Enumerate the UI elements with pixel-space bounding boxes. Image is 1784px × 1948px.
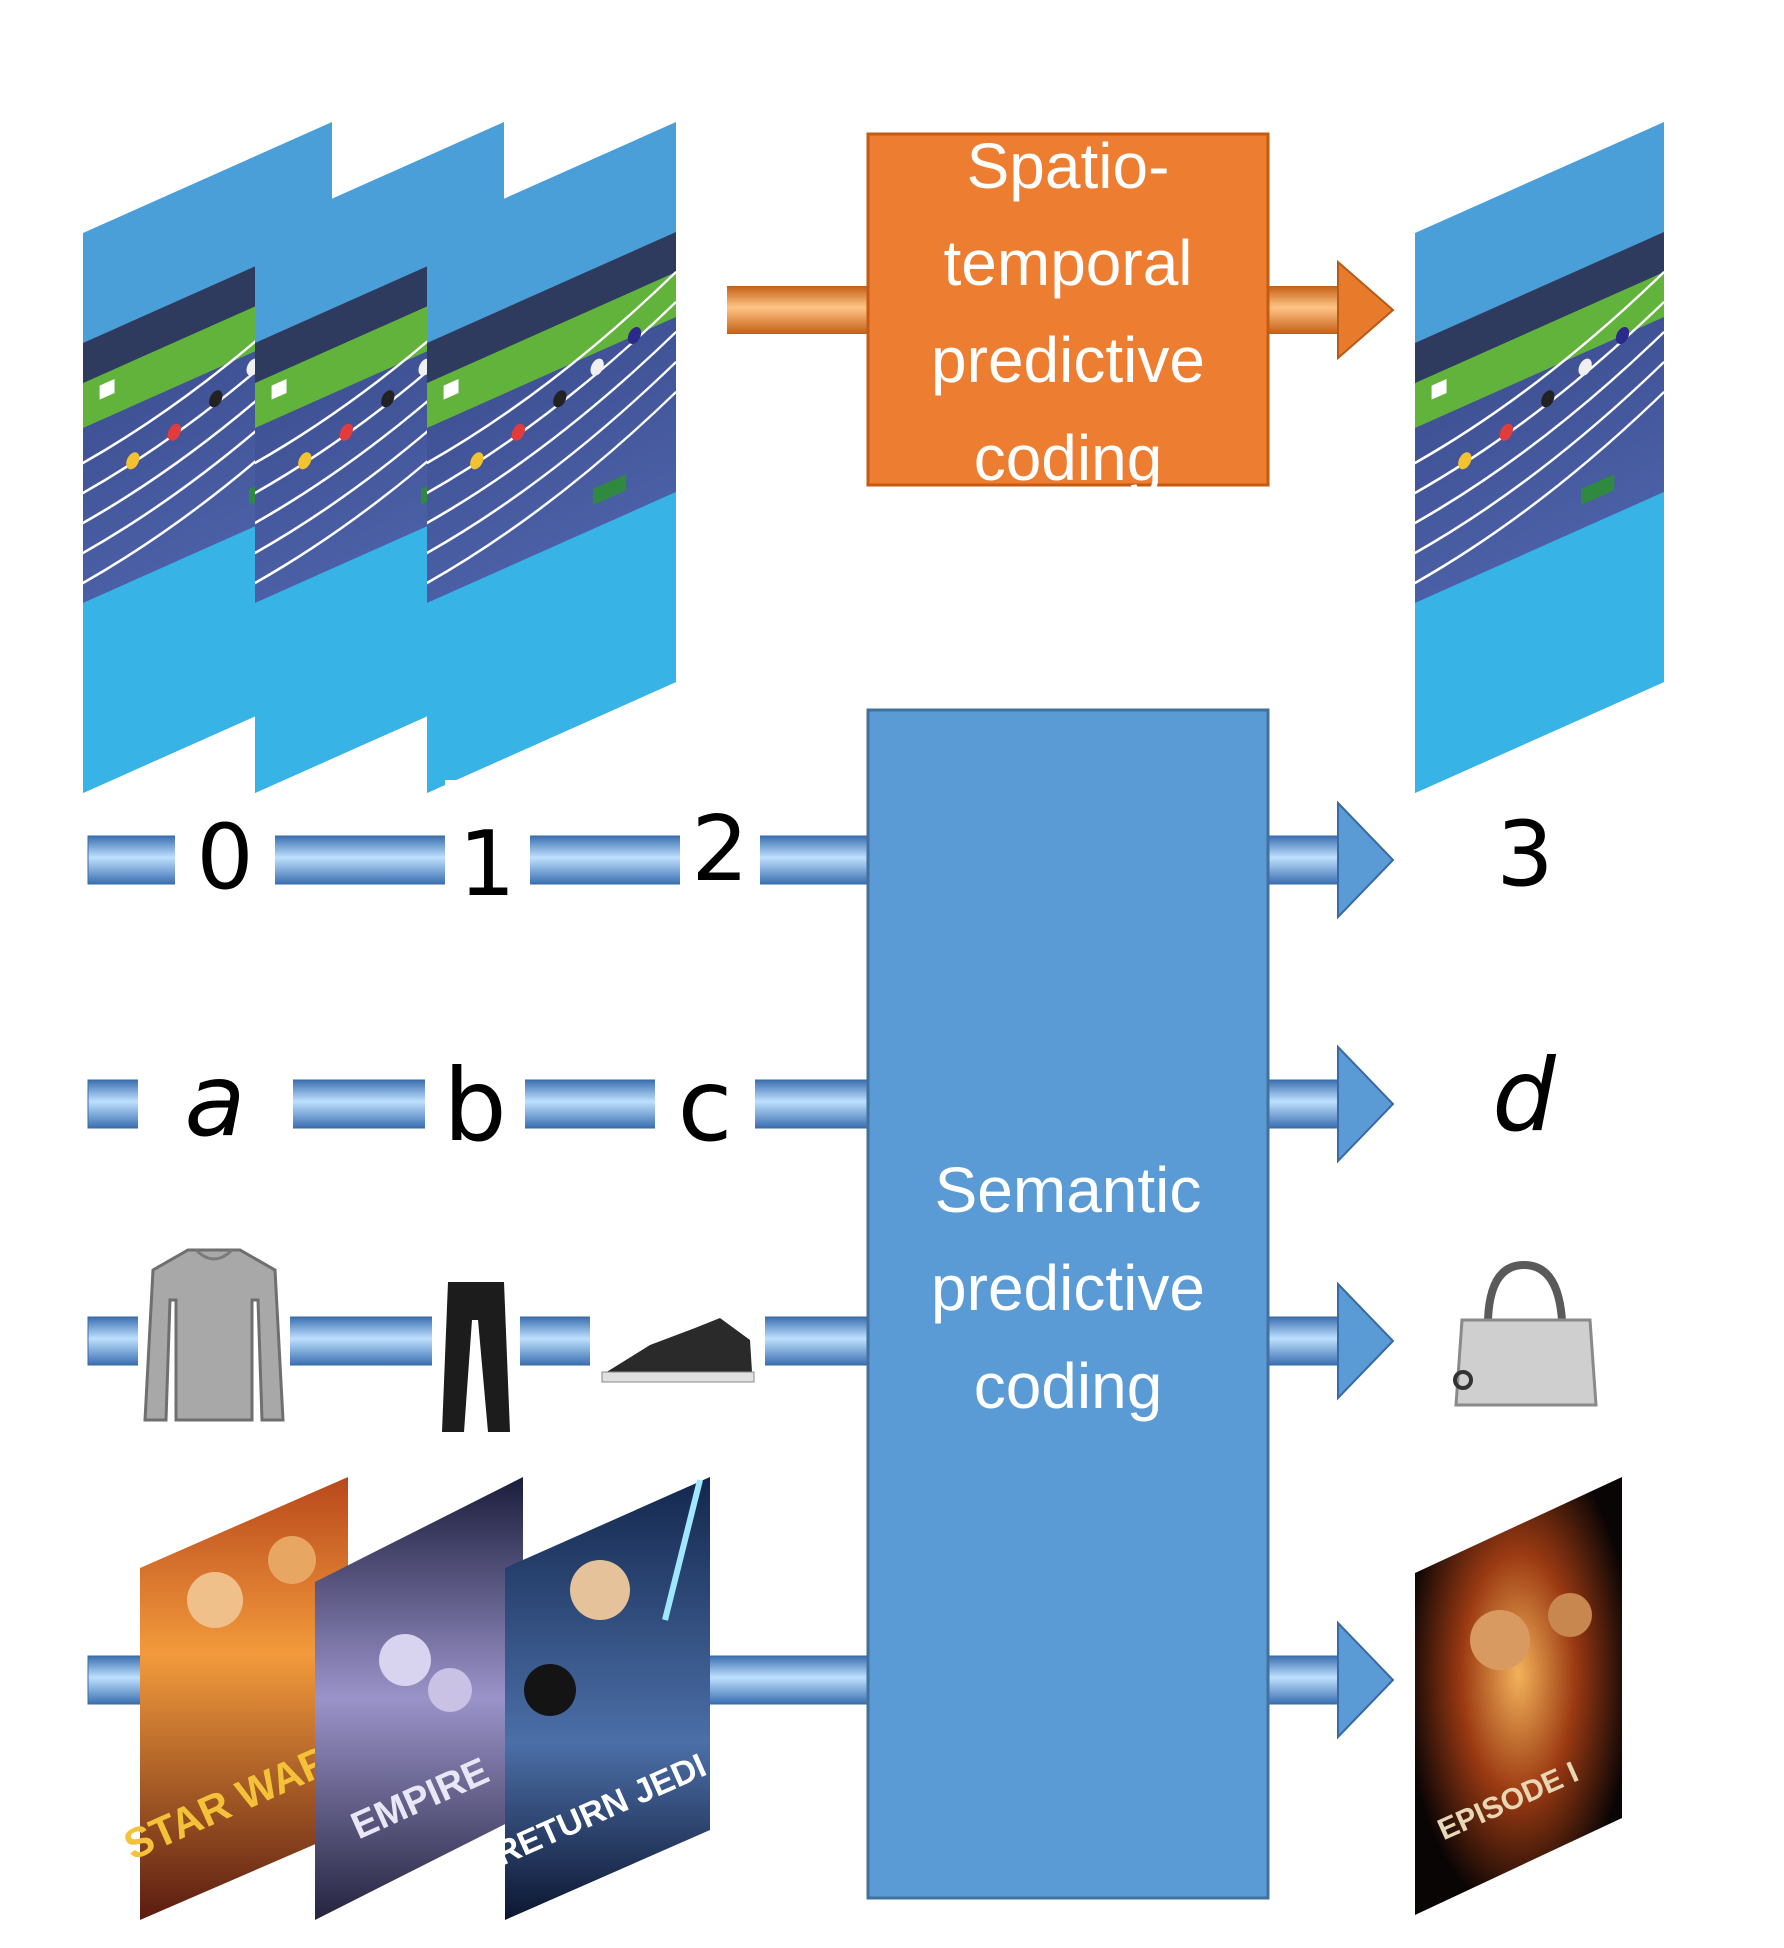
row-digits: 0 1 2 3 — [175, 780, 1568, 920]
letter-input-c: c — [678, 1047, 733, 1164]
bottom-box-line-1: Semantic — [935, 1154, 1202, 1226]
empire-strikes-back-poster: EMPIRE — [315, 1477, 523, 1920]
trousers-icon — [432, 1272, 520, 1444]
letter-tile-c — [655, 1046, 755, 1176]
digit-tile-output — [1482, 797, 1568, 917]
digit-input-0: 0 — [196, 805, 253, 910]
letter-input-b: b — [443, 1047, 506, 1164]
row-fashion — [138, 1238, 1600, 1444]
bottom-box-line-2: predictive — [931, 1252, 1205, 1324]
letter-output-d: d — [1492, 1037, 1556, 1154]
top-input-frames — [81, 120, 678, 795]
digit-input-2: 2 — [691, 797, 748, 902]
digit-tile-1 — [445, 780, 530, 920]
digit-tile-2 — [680, 782, 760, 917]
top-box-line-2: temporal — [944, 227, 1193, 299]
letter-tile-b — [425, 1025, 525, 1180]
star-wars-poster: STAR WARS — [117, 1477, 363, 1920]
sneaker-icon — [590, 1295, 765, 1403]
sweater-icon — [138, 1238, 290, 1428]
semantic-box-rect — [866, 708, 1270, 1900]
spatio-temporal-box: Spatio- temporal predictive coding — [866, 130, 1270, 494]
top-box-line-3: predictive — [931, 324, 1205, 396]
letter-tile-output — [1457, 1025, 1591, 1165]
row-letters: a b c d — [138, 1025, 1591, 1190]
digit-tile-0 — [175, 800, 275, 900]
top-box-line-4: coding — [974, 422, 1163, 494]
spatio-temporal-box-rect — [866, 132, 1270, 487]
letter-input-a: a — [184, 1042, 245, 1159]
bottom-box-line-3: coding — [974, 1350, 1163, 1422]
top-box-line-1: Spatio- — [967, 130, 1170, 202]
handbag-icon — [1448, 1252, 1600, 1412]
digit-input-1: 1 — [458, 812, 515, 917]
digit-output: 3 — [1496, 802, 1553, 907]
row-posters: STAR WARS EMPIRE RETURN JEDI EPISODE I — [117, 1477, 1622, 1920]
episode-one-poster: EPISODE I — [1415, 1477, 1622, 1915]
letter-tile-a — [138, 1038, 293, 1190]
semantic-box: Semantic predictive coding — [866, 708, 1270, 1900]
top-arrow-head — [1337, 259, 1395, 361]
race-frame-output — [1413, 120, 1666, 795]
race-frame-3 — [425, 120, 678, 795]
top-arrow — [727, 259, 1395, 361]
